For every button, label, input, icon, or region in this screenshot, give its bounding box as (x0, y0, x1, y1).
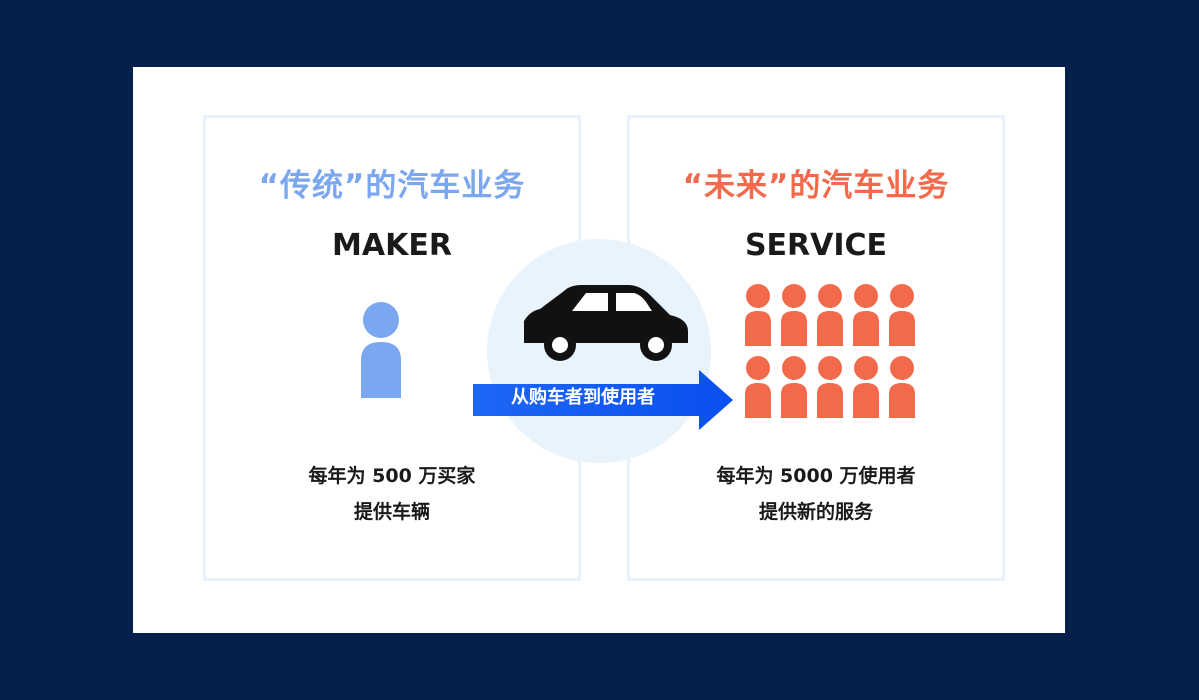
traditional-heading: “传统”的汽车业务 (258, 168, 526, 204)
arrow-label: 从购车者到使用者 (511, 387, 655, 408)
future-caption-line1: 每年为 5000 万使用者 (716, 465, 916, 487)
traditional-caption-line1: 每年为 500 万买家 (308, 465, 476, 487)
car-circle-background (487, 239, 711, 463)
traditional-caption-line2: 提供车辆 (353, 501, 430, 523)
diagram-card: “传统”的汽车业务 MAKER 每年为 500 万买家 提供车辆 “未来”的汽车… (133, 67, 1065, 633)
service-label: SERVICE (744, 228, 888, 263)
future-caption-line2: 提供新的服务 (758, 501, 873, 523)
future-panel: “未来”的汽车业务 SERVICE 每年为 5000 万使用者 提供新的服务 (627, 115, 1005, 581)
arrow-right-icon (473, 370, 733, 430)
future-heading: “未来”的汽车业务 (682, 168, 950, 204)
maker-label: MAKER (332, 228, 452, 263)
traditional-caption: 每年为 500 万买家 提供车辆 (206, 458, 578, 530)
traditional-panel: “传统”的汽车业务 MAKER 每年为 500 万买家 提供车辆 (203, 115, 581, 581)
people-group-icon (745, 284, 915, 418)
car-icon (524, 285, 688, 361)
person-icon (361, 302, 401, 398)
future-caption: 每年为 5000 万使用者 提供新的服务 (630, 458, 1002, 530)
